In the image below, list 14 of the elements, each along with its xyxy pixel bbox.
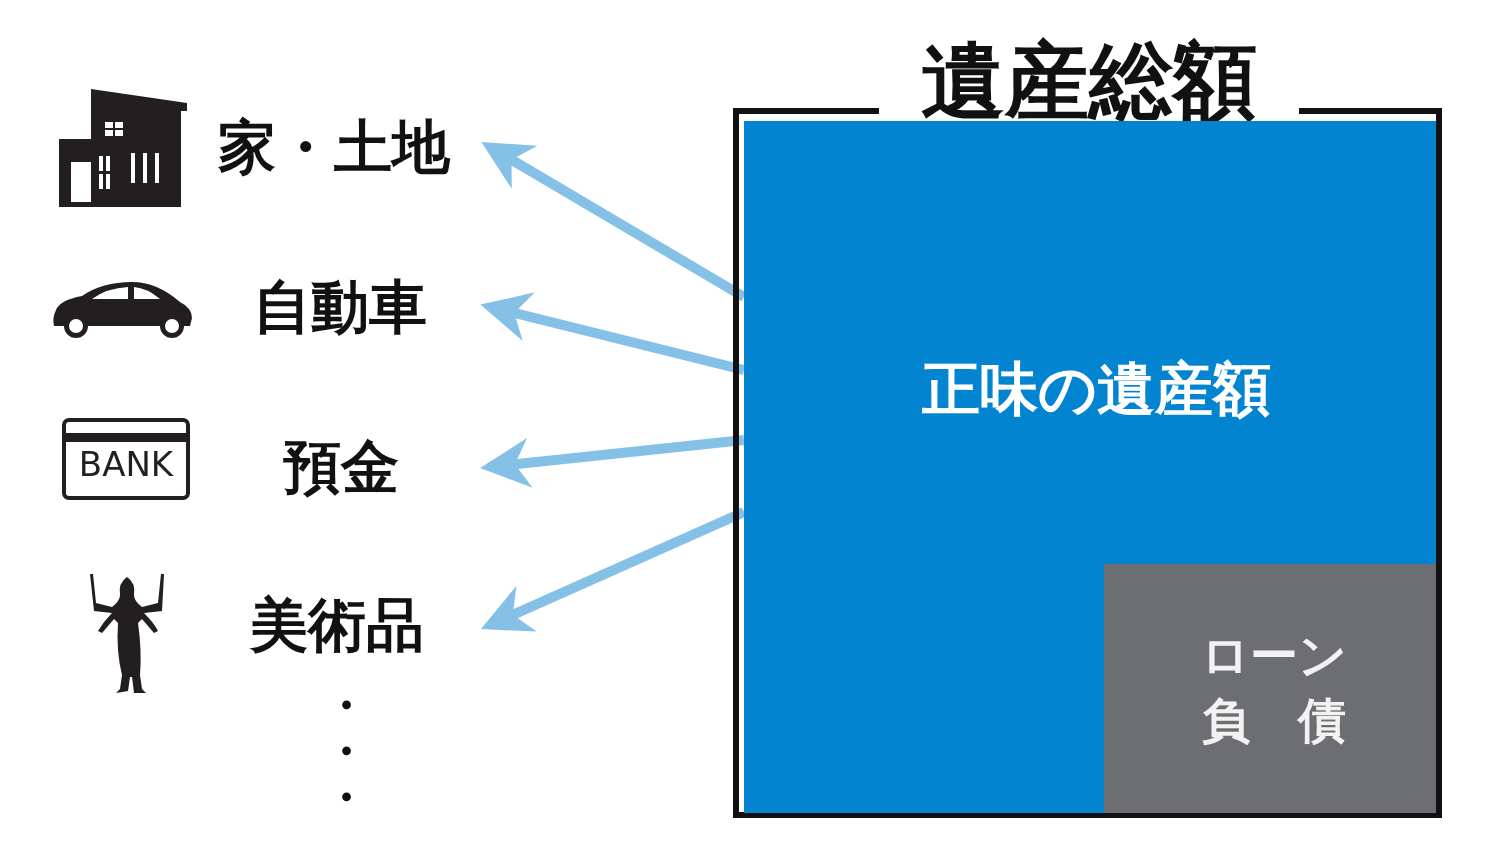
icon-text: BANK xyxy=(77,447,175,481)
box-label: 負 債 xyxy=(1201,694,1347,747)
item-label: 自動車 xyxy=(253,278,427,336)
arrow xyxy=(480,292,746,375)
ellipsis-dot: ・ xyxy=(322,728,370,774)
debt-box xyxy=(1104,564,1436,813)
ellipsis-dot: ・ xyxy=(322,774,370,820)
item-label: 家・土地 xyxy=(218,118,450,176)
ellipsis-dot: ・ xyxy=(322,682,370,728)
item-label: 美術品 xyxy=(250,596,424,654)
box-label: 正味の遺産額 xyxy=(921,358,1272,422)
arrow xyxy=(480,435,745,488)
item-label: 預金 xyxy=(283,438,399,496)
box-label: ローン xyxy=(1200,629,1348,682)
